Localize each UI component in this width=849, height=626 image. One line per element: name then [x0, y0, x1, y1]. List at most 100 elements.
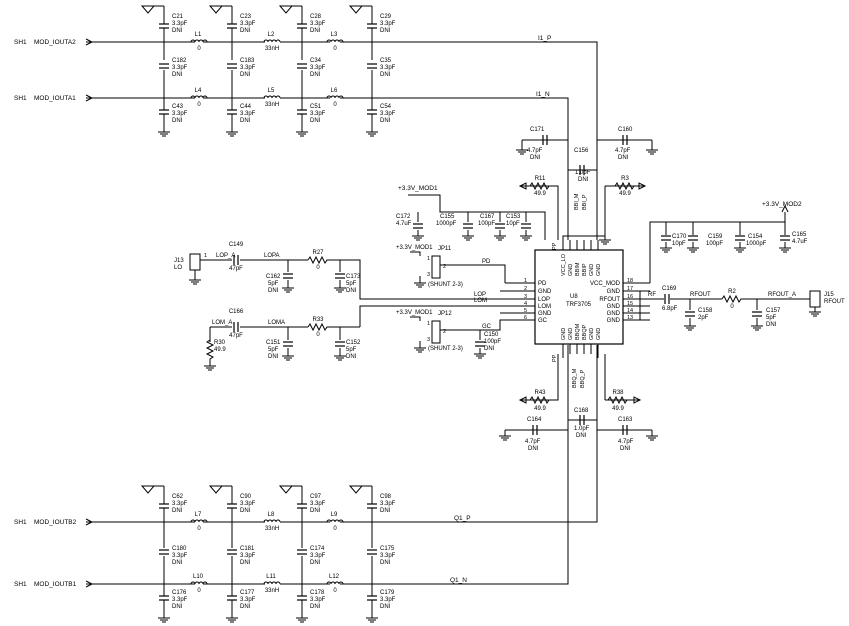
cap-ref: C162 — [266, 274, 281, 280]
net-i1-p: I1_P — [538, 35, 551, 42]
ic-u8 — [505, 235, 650, 358]
q-filter-block — [86, 345, 598, 585]
connector-j13 — [189, 253, 201, 271]
inductor-value: 33nH — [265, 102, 279, 108]
cap-ref: C178 — [310, 590, 325, 596]
inductor-value: 0 — [333, 588, 337, 594]
pin-name: GND — [589, 328, 595, 340]
net-bbi-p: BBI_P — [582, 194, 588, 210]
ground-symbol — [683, 325, 697, 331]
ground-symbol — [333, 287, 347, 293]
capacitor-symbol — [296, 503, 308, 509]
pin-name: GND — [607, 311, 621, 317]
power-mod1: +3.3V_MOD1 — [398, 185, 438, 192]
pin-name: GND — [589, 264, 595, 276]
cap-ref: C173 — [346, 274, 361, 280]
cap-note: DNI — [268, 354, 279, 360]
inductor-ref: L8 — [268, 512, 275, 518]
pin-number: 6 — [524, 315, 527, 321]
net-rf: RF — [648, 292, 656, 298]
cap-value: 5pF — [268, 347, 279, 353]
power-mod1-jp11: +3.3V_MOD1 — [396, 245, 433, 251]
capacitor-symbol — [226, 109, 238, 115]
cap-ref: C35 — [380, 58, 392, 64]
cap-value: 3.3pF — [172, 111, 188, 117]
cap-ref: C43 — [172, 104, 184, 110]
capacitor-symbol — [664, 293, 670, 305]
inductor-ref: L7 — [195, 512, 202, 518]
ground-symbol — [188, 279, 202, 285]
ground-symbol — [281, 287, 295, 293]
resistor-ref: R38 — [612, 390, 624, 396]
inductor-value: 0 — [197, 102, 201, 108]
cap-ref: C179 — [380, 590, 395, 596]
inductor-value: 33nH — [265, 526, 279, 532]
cap-value: 5pF — [766, 315, 777, 321]
ground-symbol — [473, 353, 487, 359]
cap-note: DNI — [172, 604, 183, 610]
capacitor-symbol — [462, 223, 474, 229]
resistor-ref: R43 — [534, 390, 546, 396]
pin-name: GND — [596, 328, 602, 340]
inductor-value: 33nH — [265, 46, 279, 52]
ground-symbol — [365, 617, 379, 623]
inductor-ref: L6 — [331, 88, 338, 94]
pin-name: GND — [538, 289, 552, 295]
capacitor-symbol — [158, 595, 170, 601]
net-pd: PD — [482, 259, 491, 265]
pin-name: LOM — [538, 304, 551, 310]
cap-note: DNI — [240, 118, 251, 124]
capacitor-symbol — [366, 63, 378, 69]
connector-ref: J15 — [824, 292, 834, 298]
cap-value: 3.3pF — [240, 553, 256, 559]
resistor-symbol — [721, 295, 743, 303]
cap-ref: C180 — [172, 546, 187, 552]
cap-ref: C29 — [380, 14, 392, 20]
cap-value: 3.3pF — [310, 111, 326, 117]
capacitor-symbol — [282, 341, 294, 347]
inductor-value: 0 — [333, 102, 337, 108]
cap-value: 4.7pF — [615, 148, 631, 154]
connector-name: LO — [174, 265, 182, 271]
cap-ref: C23 — [240, 14, 252, 20]
power-mod1-jp12: +3.3V_MOD1 — [396, 310, 433, 316]
capacitor-symbol — [494, 223, 506, 229]
cap-value: 3.3pF — [310, 597, 326, 603]
capacitor-symbol — [233, 321, 239, 333]
pin-number: 1 — [524, 278, 527, 284]
net-bbq-m: BBQ_M — [572, 368, 578, 388]
cap-note: DNI — [310, 28, 321, 34]
jumper-pin: 2 — [443, 329, 446, 335]
cap-value: 1.0pF — [575, 170, 591, 176]
cap-value: 4.7pF — [618, 439, 634, 445]
ground-symbol — [808, 311, 822, 317]
cap-note: DNI — [380, 604, 391, 610]
net-rfout-a: RFOUT_A — [768, 292, 796, 298]
capacitor-symbol — [296, 63, 308, 69]
capacitor-symbol — [296, 109, 308, 115]
cap-value: 3.3pF — [310, 21, 326, 27]
resistor-value: 49.9 — [619, 191, 631, 197]
cap-value: 3.3pF — [172, 21, 188, 27]
cap-ref: C177 — [240, 590, 255, 596]
jumper-pin: 1 — [427, 256, 430, 262]
cap-value: 4.7uF — [792, 239, 808, 245]
cap-ref: C44 — [240, 104, 252, 110]
inductor-ref: L9 — [331, 512, 338, 518]
jumper-pin: 1 — [427, 321, 430, 327]
resistor-value: 0 — [316, 332, 320, 338]
net-lop: LOP — [474, 292, 486, 298]
net-gc: GC — [482, 324, 492, 330]
resistor-symbol — [307, 323, 329, 331]
sheet-ref: SH1 — [14, 519, 27, 526]
pin-name: BBIM — [575, 262, 581, 276]
cap-ref: C158 — [698, 308, 713, 314]
cap-note: DNI — [618, 155, 629, 161]
cap-note: DNI — [380, 28, 391, 34]
inductor-ref: L12 — [329, 574, 340, 580]
cap-ref: C169 — [662, 286, 677, 292]
cap-note: DNI — [620, 446, 631, 452]
pin-name: GND — [568, 328, 574, 340]
pin-number: 18 — [627, 278, 633, 284]
cap-ref: C150 — [484, 332, 499, 338]
